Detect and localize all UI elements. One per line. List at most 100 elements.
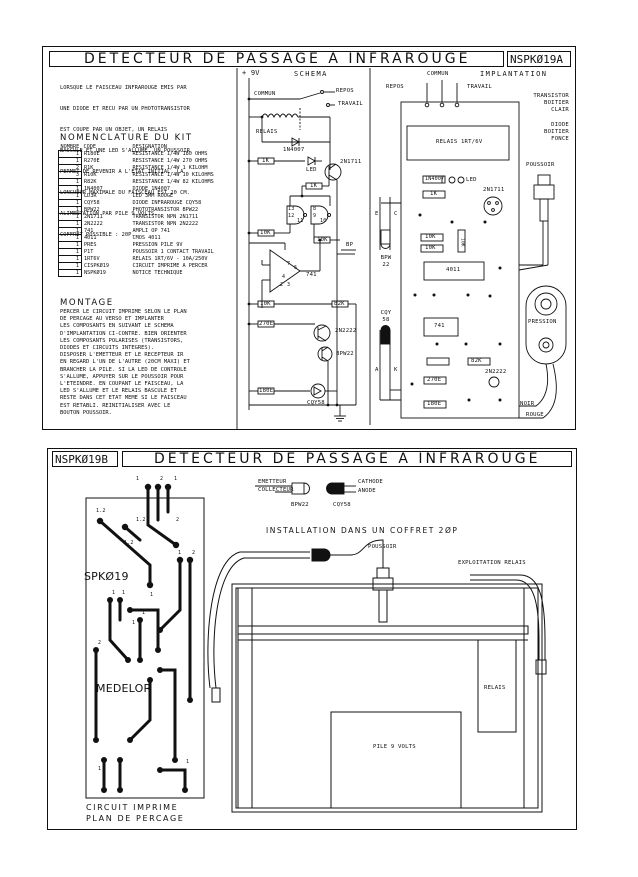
pad-label: 1 [150, 592, 154, 598]
pad-label: 1 [136, 476, 140, 482]
opamp-pin-label: 7 [287, 261, 291, 267]
impl-relay-label: RELAIS 1RT/6V [436, 139, 483, 145]
montage-line: L'ETEINDRE. EN COUPANT LE FAISCEAU, LA [60, 381, 184, 388]
montage-line: LES COMPOSANTS EN SUIVANT LE SCHEMA [60, 323, 174, 330]
schema-r10k-a-label: 10K [260, 230, 271, 236]
sheet-b-reference: NSPKØ19B [55, 453, 108, 466]
sheet-a-reference-box [507, 51, 571, 67]
relay-coil [261, 113, 299, 119]
montage-line: BRANCHER LA PILE. SI LA LED DE CONTROLE [60, 366, 187, 373]
schema-title: SCHEMA [294, 70, 328, 78]
intro-line: LORSQUE LE FAISCEAU INFRAROUGE EMIS PAR [60, 85, 187, 91]
bpw22-label: BPW22 [291, 502, 309, 508]
implantation-title: IMPLANTATION [480, 70, 548, 78]
opamp-pin-label: 2 [280, 282, 284, 288]
schema-travail-label: TRAVAIL [338, 101, 363, 107]
nomenclature-designation: LED 3MM ROUGE [132, 193, 174, 199]
pad-label: 1 [132, 620, 136, 626]
nomenclature-code: 741 [84, 228, 94, 234]
collecteur-label: COLLECTEUR [258, 487, 294, 493]
schema-commun-label: COMMUN [254, 91, 276, 97]
impl-repos-label: REPOS [386, 84, 404, 90]
montage-line: DIODES ET CIRCUITS INTEGRES). [60, 345, 155, 352]
exploitation-label: EXPLOITATION RELAIS [458, 560, 526, 566]
sheet-b-title-box [122, 451, 572, 467]
nomenclature-designation: PHOTOTRANSISTOR BPW22 [132, 207, 199, 213]
montage-line: LES COMPOSANTS POLARISES (TRANSISTORS, [60, 337, 184, 344]
impl-t2-label: 2N2222 [485, 369, 507, 375]
montage-line: RESTE DANS CET ETAT MEME SI LE FAISCEAU [60, 395, 187, 402]
nomenclature-designation: RESISTANCE 1/4W 82 KILOHMS [132, 179, 214, 185]
nomenclature-code: PRES [84, 242, 97, 248]
impl-r10k-c-label: 10K [459, 238, 465, 247]
pcb-caption-2: PLAN DE PERCAGE [86, 814, 185, 823]
pad-label: 1 [112, 590, 116, 596]
schema-repos-label: REPOS [336, 88, 354, 94]
montage-title: MONTAGE [60, 298, 114, 308]
pad-label: 1 [142, 610, 146, 616]
schema-opamp-label: 741 [306, 272, 317, 278]
schema-r10k-c-label: 10K [260, 301, 271, 307]
nomenclature-designation: DIODE INFRAROUGE CQY58 [132, 200, 202, 206]
ir-diode-symbol [313, 386, 322, 396]
relais-label: RELAIS [484, 685, 506, 691]
ic-4011-footprint [423, 261, 485, 281]
intro-line: UNE DIODE ET RECU PAR UN PHOTOTRANSISTOR [60, 106, 190, 112]
header-designation: DESIGNATION [132, 144, 167, 151]
pcb-outline [400, 101, 520, 419]
nomenclature-code: CQY58 [84, 200, 100, 206]
montage-line: D'IMPLANTATION CI-CONTRE. BIEN ORIENTER [60, 330, 187, 337]
nomenclature-code: CISPKØ19 [84, 263, 109, 269]
nomenclature-code: 4011 [84, 235, 97, 241]
phototransistor-symbol [317, 346, 333, 362]
schema-supply-label: + 9V [242, 69, 260, 77]
pcb-label-medelor: MEDELOR [96, 682, 152, 695]
pcb-caption-1: CIRCUIT IMPRIME [86, 803, 179, 812]
opamp-pin-label: 4 [282, 274, 286, 280]
intro-line: EST COUPE PAR UN OBJET, UN RELAIS [60, 127, 168, 133]
schema-relais-label: RELAIS [256, 129, 278, 135]
gate-pin-label: 13 [288, 206, 295, 212]
nomenclature-code: R270E [84, 158, 100, 164]
header-code: CODE [83, 144, 97, 151]
nomenclature-designation: RESISTANCE 1/4W 10 KILOHMS [132, 172, 214, 178]
impl-r10k-a-label: 10K [425, 234, 436, 240]
schema-bpw22-label: BPW22 [336, 351, 354, 357]
impl-travail-label: TRAVAIL [467, 84, 492, 90]
montage-line: DISPOSER L'EMETTEUR ET LE RECEPTEUR IR [60, 352, 184, 359]
impl-4011-label: 4011 [446, 267, 461, 273]
impl-bpw-label: BPW 22 [380, 255, 392, 268]
sheet-b-frame [47, 448, 577, 830]
cqy58-label: CQY58 [333, 502, 351, 508]
nomenclature-designation: PRESSION PILE 9V [132, 242, 183, 248]
gate-pin-label: 10 [320, 218, 327, 224]
schema-led-label: LED [306, 167, 317, 173]
pad-label: 2 [176, 517, 180, 523]
sheet-a-frame [42, 46, 576, 430]
schema-cqy58-label: CQY58 [307, 400, 325, 406]
sheet-a-drawing [236, 68, 567, 430]
nomenclature-designation: RESISTANCE 1/4W 1 KILOHM [132, 165, 208, 171]
nomenclature-designation: NOTICE TECHNIQUE [132, 270, 183, 276]
nomenclature-code: P1T [84, 249, 94, 255]
nomenclature-code: 1N4007 [84, 186, 103, 192]
impl-cqy-label: CQY 58 [380, 310, 392, 323]
impl-r82k-label: 82K [471, 358, 482, 364]
nomenclature-designation: RESISTANCE 1/4W 270 OHMS [132, 158, 208, 164]
nomenclature-code: BPW22 [84, 207, 100, 213]
pile-label: PILE 9 VOLTS [373, 744, 416, 750]
pad-label: 1.2 [96, 508, 106, 514]
pcb-board [85, 497, 205, 799]
nomenclature-designation: TRANSISTOR NPN 2N1711 [132, 214, 199, 220]
montage-line: DE PERCAGE AU VERSO ET IMPLANTER [60, 316, 164, 323]
sheet-b-drawing [85, 482, 547, 813]
nomenclature-code: R180E [84, 151, 100, 157]
ic-741-footprint [423, 317, 459, 337]
bpw22-pinout [291, 482, 305, 495]
impl-r1k-label: 1K [430, 191, 438, 197]
impl-pin-k: K [394, 367, 398, 373]
impl-commun-label: COMMUN [427, 71, 449, 77]
impl-diode-label: DIODE BOITIER FONCE [544, 122, 569, 142]
impl-r180e-label: 180E [427, 401, 442, 407]
nomenclature-code: R10K [84, 172, 97, 178]
